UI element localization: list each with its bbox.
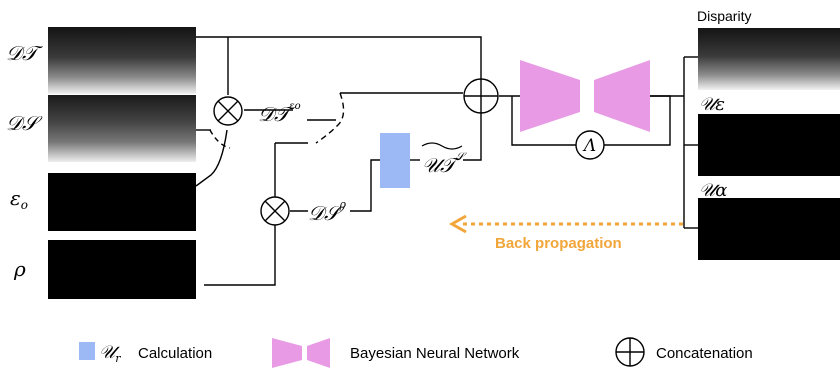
bayesian-neural-network [520,60,650,132]
u-eps-label: 𝒰ε [699,94,725,115]
d-t-label: 𝒟𝒯 [6,41,44,65]
legend-bnn-icon [272,338,302,368]
eps-label: εo [10,186,28,212]
rho-image [48,240,196,299]
ur-calculation-box [380,133,410,188]
legend-ur-label: 𝒰r [99,342,121,365]
eps-image [48,173,196,231]
u-alpha-label: 𝒰α [699,180,727,201]
legend-ur-swatch [79,342,95,360]
rho-label: ρ [13,257,26,281]
legend-bnn-icon-right [307,338,330,368]
legend-concat-text: Concatenation [656,345,753,362]
d-s-rho-label: 𝒟𝒮ρ [308,198,346,225]
lambda-label: Λ [582,136,596,156]
back-propagation-arrow [452,216,683,232]
d-s-image [48,95,196,162]
d-s-label: 𝒟𝒮 [6,111,43,135]
legend-concat-icon [616,338,644,366]
u-eps-image [698,114,840,176]
u-t-s-node: 𝒰𝒯𝒮 [422,143,467,177]
concatenation-node [464,79,498,113]
u-alpha-image [698,198,840,260]
back-propagation-label: Back propagation [495,235,622,252]
disparity-label: Disparity [697,8,751,24]
d-t-image [48,27,196,94]
multiply-node-1 [214,97,242,125]
d-t-eps-label: 𝒟𝒯εo [258,101,301,126]
legend: 𝒰r Calculation Bayesian Neural Network C… [79,338,753,368]
legend-ur-text: Calculation [138,345,212,362]
legend-bnn-text: Bayesian Neural Network [350,345,520,362]
lambda-node: Λ [576,131,604,159]
dashed-link [316,93,344,143]
disparity-image [698,28,840,90]
u-t-s-label: 𝒰𝒯𝒮 [422,150,467,177]
multiply-node-2 [261,197,289,225]
